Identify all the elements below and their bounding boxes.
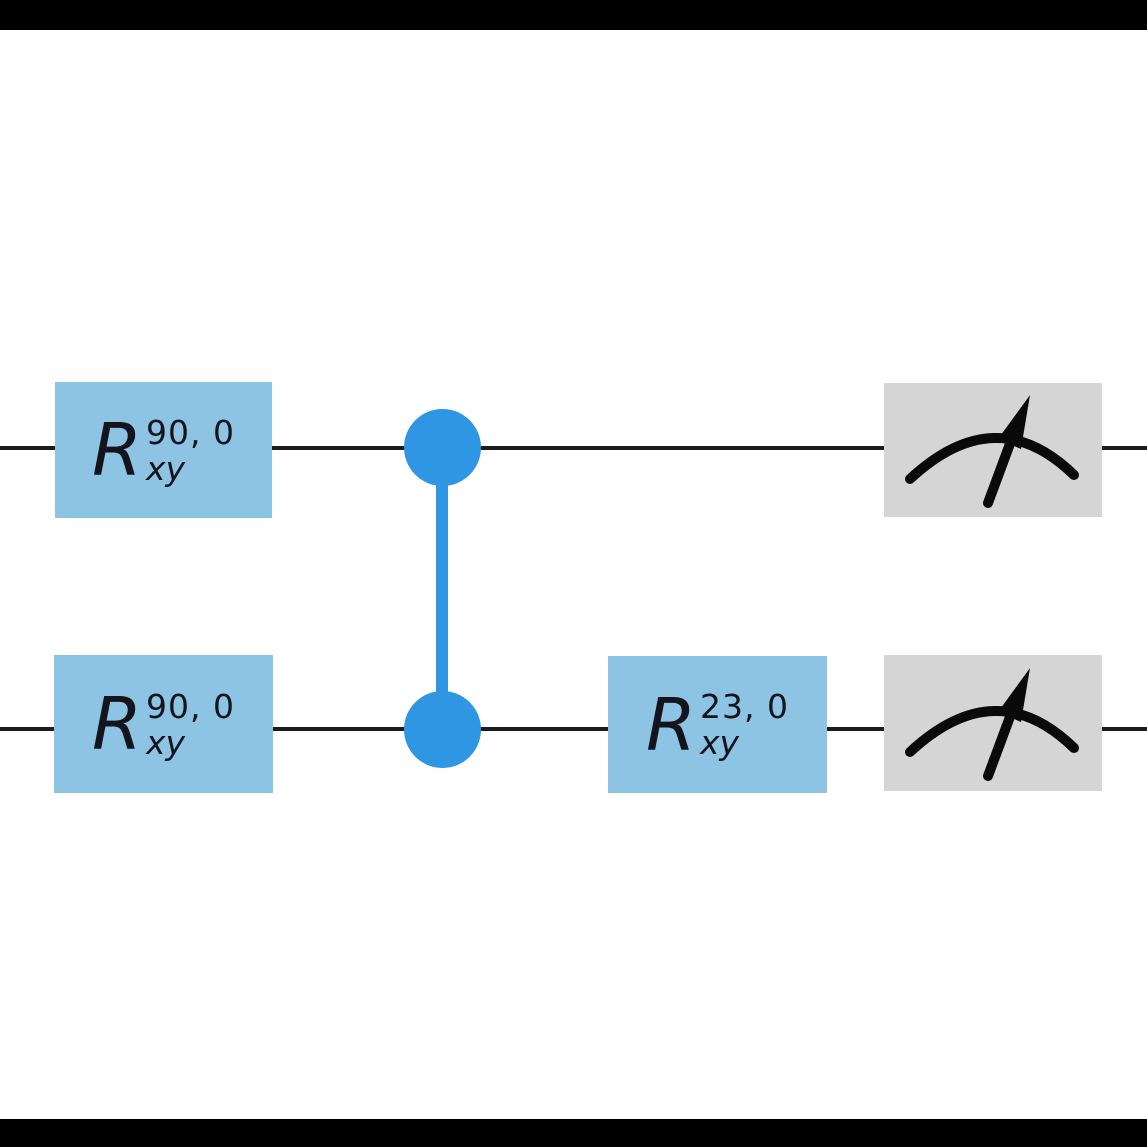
gate-label-base: R — [646, 682, 697, 767]
measurement-box-q1 — [884, 655, 1102, 791]
gate-label: R 23, 0 xy — [646, 689, 789, 761]
qubit-wire-1 — [0, 727, 1147, 731]
gate-rxy-q1-second: R 23, 0 xy — [608, 656, 827, 793]
letterbox-bar-top — [0, 0, 1147, 30]
gate-label-base: R — [92, 408, 143, 492]
cz-connector-line — [436, 447, 448, 731]
gate-label: R 90, 0 xy — [92, 414, 235, 486]
gate-label-subscript: xy — [700, 723, 740, 762]
cz-control-dot-icon — [404, 409, 481, 486]
gate-label-superscript: 90, 0 — [146, 412, 235, 452]
gate-label-subscript: xy — [146, 448, 186, 488]
gate-label-subscript: xy — [146, 722, 186, 762]
gate-rxy-q1: R 90, 0 xy — [54, 655, 273, 793]
letterbox-bar-bottom — [0, 1119, 1147, 1147]
measurement-gauge-icon — [905, 395, 1079, 508]
gate-rxy-q0: R 90, 0 xy — [55, 382, 272, 518]
cz-control-dot-icon — [404, 691, 481, 768]
gate-label-base: R — [92, 682, 143, 766]
measurement-gauge-icon — [905, 668, 1079, 781]
gate-label-superscript: 23, 0 — [700, 687, 789, 726]
gate-label-superscript: 90, 0 — [146, 686, 235, 726]
measurement-box-q0 — [884, 383, 1102, 517]
qubit-wire-0 — [0, 446, 1147, 450]
gate-label: R 90, 0 xy — [92, 688, 235, 760]
